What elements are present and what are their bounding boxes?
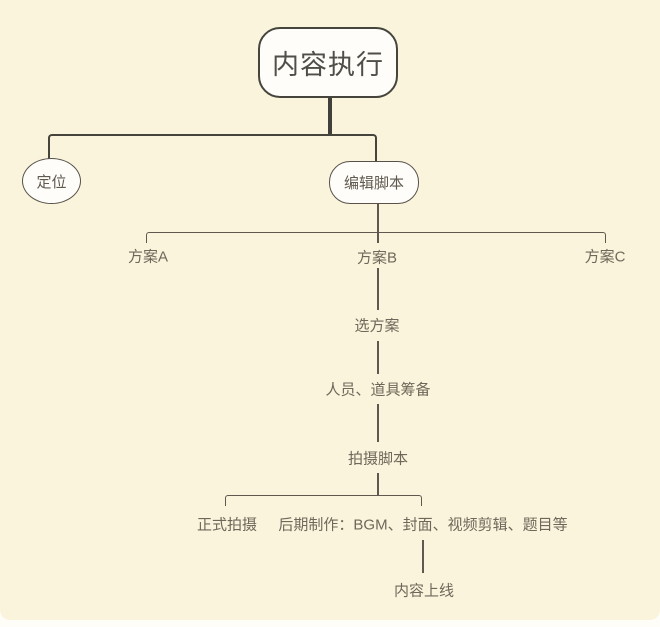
connector-plans-tbar [146,232,606,243]
label-content-launch: 内容上线 [393,582,455,600]
connector-to-shooting-script [377,404,379,442]
label-plan-b: 方案B [356,249,398,267]
label-plan-c: 方案C [584,248,626,266]
connector-to-prep [377,341,379,374]
connector-to-select-plan [377,268,379,310]
connector-level1-tbar [48,134,377,162]
node-edit-script: 编辑脚本 [329,161,419,204]
label-post-production: 后期制作：BGM、封面、视频剪辑、题目等 [278,516,568,534]
label-select-plan: 选方案 [354,317,400,335]
connector-planb-stub [377,232,379,243]
connector-to-content-launch [422,540,424,573]
connector-shooting-script-down [377,473,379,496]
node-positioning: 定位 [22,158,81,204]
label-shooting-script: 拍摄脚本 [347,450,409,468]
node-content-execution: 内容执行 [258,27,398,98]
connector-root-stem [328,97,332,136]
label-formal-shooting: 正式拍摄 [196,516,258,534]
label-plan-a: 方案A [127,248,169,266]
connector-editscript-down [377,204,379,233]
connector-production-tbar [225,495,422,506]
label-personnel-props-prep: 人员、道具筹备 [325,381,431,399]
